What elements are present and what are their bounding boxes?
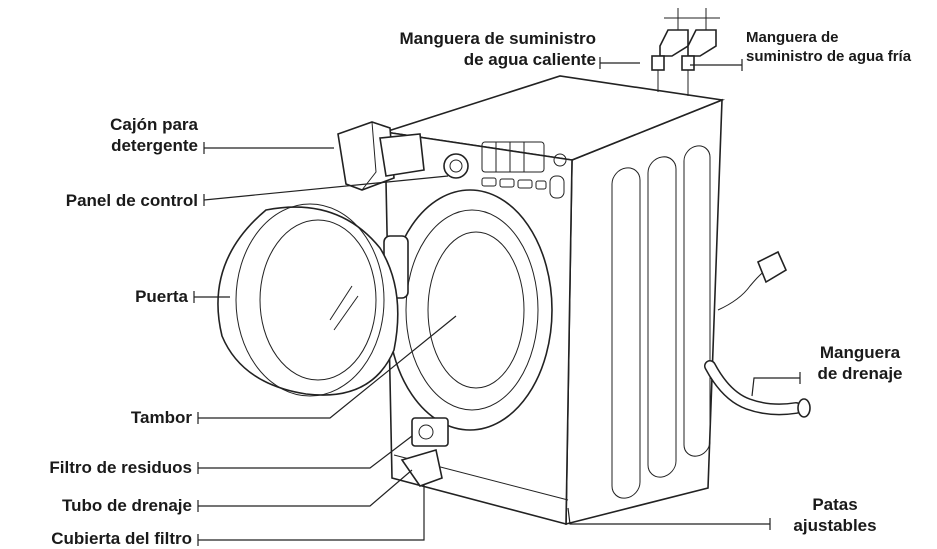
adjustable-feet-label-line2: ajustables: [793, 516, 877, 535]
door-ring: [235, 203, 385, 397]
hot-hose-label-line2: de agua caliente: [463, 50, 596, 69]
door-label: Puerta: [135, 287, 188, 306]
cold-hose-label: Manguera de suministro de agua fría: [746, 28, 936, 66]
debris-filter-label: Filtro de residuos: [49, 458, 192, 477]
filter-housing: [411, 417, 449, 447]
hot-water-faucet: [651, 8, 692, 71]
display-window: [481, 141, 545, 173]
control-knob: [443, 153, 469, 179]
drain-hose-label-line2: de drenaje: [817, 364, 903, 383]
power-button: [553, 153, 567, 167]
side-rib-2: [647, 156, 677, 478]
debris-filter: [418, 424, 434, 440]
cold-water-faucet: [681, 8, 720, 71]
drain-hose-label-line1: Manguera: [819, 343, 901, 362]
drum-inner-ring: [405, 209, 539, 411]
control-panel-label: Panel de control: [65, 191, 198, 210]
cold-hose-label-line1: Manguera de: [746, 29, 839, 46]
filter-cover: [400, 448, 443, 487]
drain-hose-end: [797, 398, 811, 418]
filter-cover-label: Cubierta del filtro: [51, 529, 192, 548]
power-cord: [717, 269, 767, 311]
detergent-drawer-label-line2: detergente: [111, 136, 198, 155]
cabinet-side: [565, 98, 723, 526]
drum: [427, 231, 525, 389]
hot-hose-label: Manguera de suministro de agua caliente: [330, 28, 596, 70]
adjustable-feet-label-line1: Patas: [812, 495, 858, 514]
door-glass: [259, 219, 377, 381]
hot-hose-label-line1: Manguera de suministro: [399, 29, 596, 48]
side-rib-3: [683, 145, 711, 457]
door: [217, 206, 399, 396]
adjustable-feet-label: Patas ajustables: [770, 494, 900, 536]
drum-label: Tambor: [130, 408, 192, 427]
drain-tube-label: Tubo de drenaje: [61, 496, 192, 515]
start-button: [549, 175, 565, 199]
drawer-opening: [379, 133, 425, 177]
plug: [756, 250, 788, 284]
side-rib-1: [611, 167, 641, 499]
drain-hose-label: Manguera de drenaje: [800, 342, 920, 384]
cold-hose-label-line2: suministro de agua fría: [746, 48, 912, 65]
detergent-drawer-label: Cajón para detergente: [20, 114, 198, 156]
drum-outer-ring: [387, 189, 553, 431]
detergent-drawer-label-line1: Cajón para: [110, 115, 198, 134]
